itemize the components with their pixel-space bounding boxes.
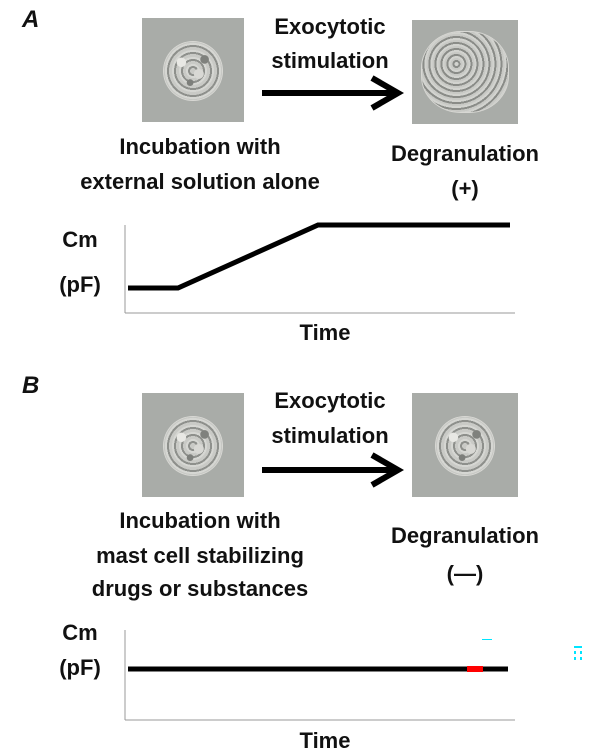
panel-label-a: A [22,6,40,33]
ylabel-b-2: (pF) [59,655,101,680]
arrow-b [262,452,405,488]
cell [164,417,222,475]
arrow-text-b-1: Exocytotic [274,388,386,413]
left-caption-a-1: Incubation with [119,134,281,159]
xlabel-b: Time [299,728,351,753]
left-caption-a-2: external solution alone [80,169,320,194]
right-caption-a-2: (+) [451,176,479,201]
xlabel-a: Time [299,320,351,345]
ylabel-a-1: Cm [62,227,98,252]
arrow-text-a-1: Exocytotic [274,14,386,39]
cell [164,42,222,100]
arrow-text-b-2: stimulation [271,423,389,448]
cell-image-after-a [412,20,518,124]
cell-image-before-b [142,393,244,497]
graph-b-red-mark [467,666,483,672]
arrow-a [262,75,405,111]
graph-b-axes [124,630,515,721]
graph-a-axes [124,225,515,314]
panel-label-b: B [22,372,40,399]
cell [436,417,494,475]
degranulated-cell [422,32,508,112]
cell-image-before-a [142,18,244,122]
right-caption-a-1: Degranulation [391,141,539,166]
left-caption-b-3: drugs or substances [91,576,309,601]
right-caption-b-2: (—) [446,561,484,586]
cyan-specks [482,639,582,660]
left-caption-b-1: Incubation with [119,508,281,533]
left-caption-b-2: mast cell stabilizing [96,543,304,568]
arrow-text-a-2: stimulation [271,48,389,73]
ylabel-b-1: Cm [62,620,98,645]
ylabel-a-2: (pF) [59,272,101,297]
graph-a-trace [128,222,510,291]
cell-image-after-b [412,393,518,497]
right-caption-b-1: Degranulation [391,523,539,548]
